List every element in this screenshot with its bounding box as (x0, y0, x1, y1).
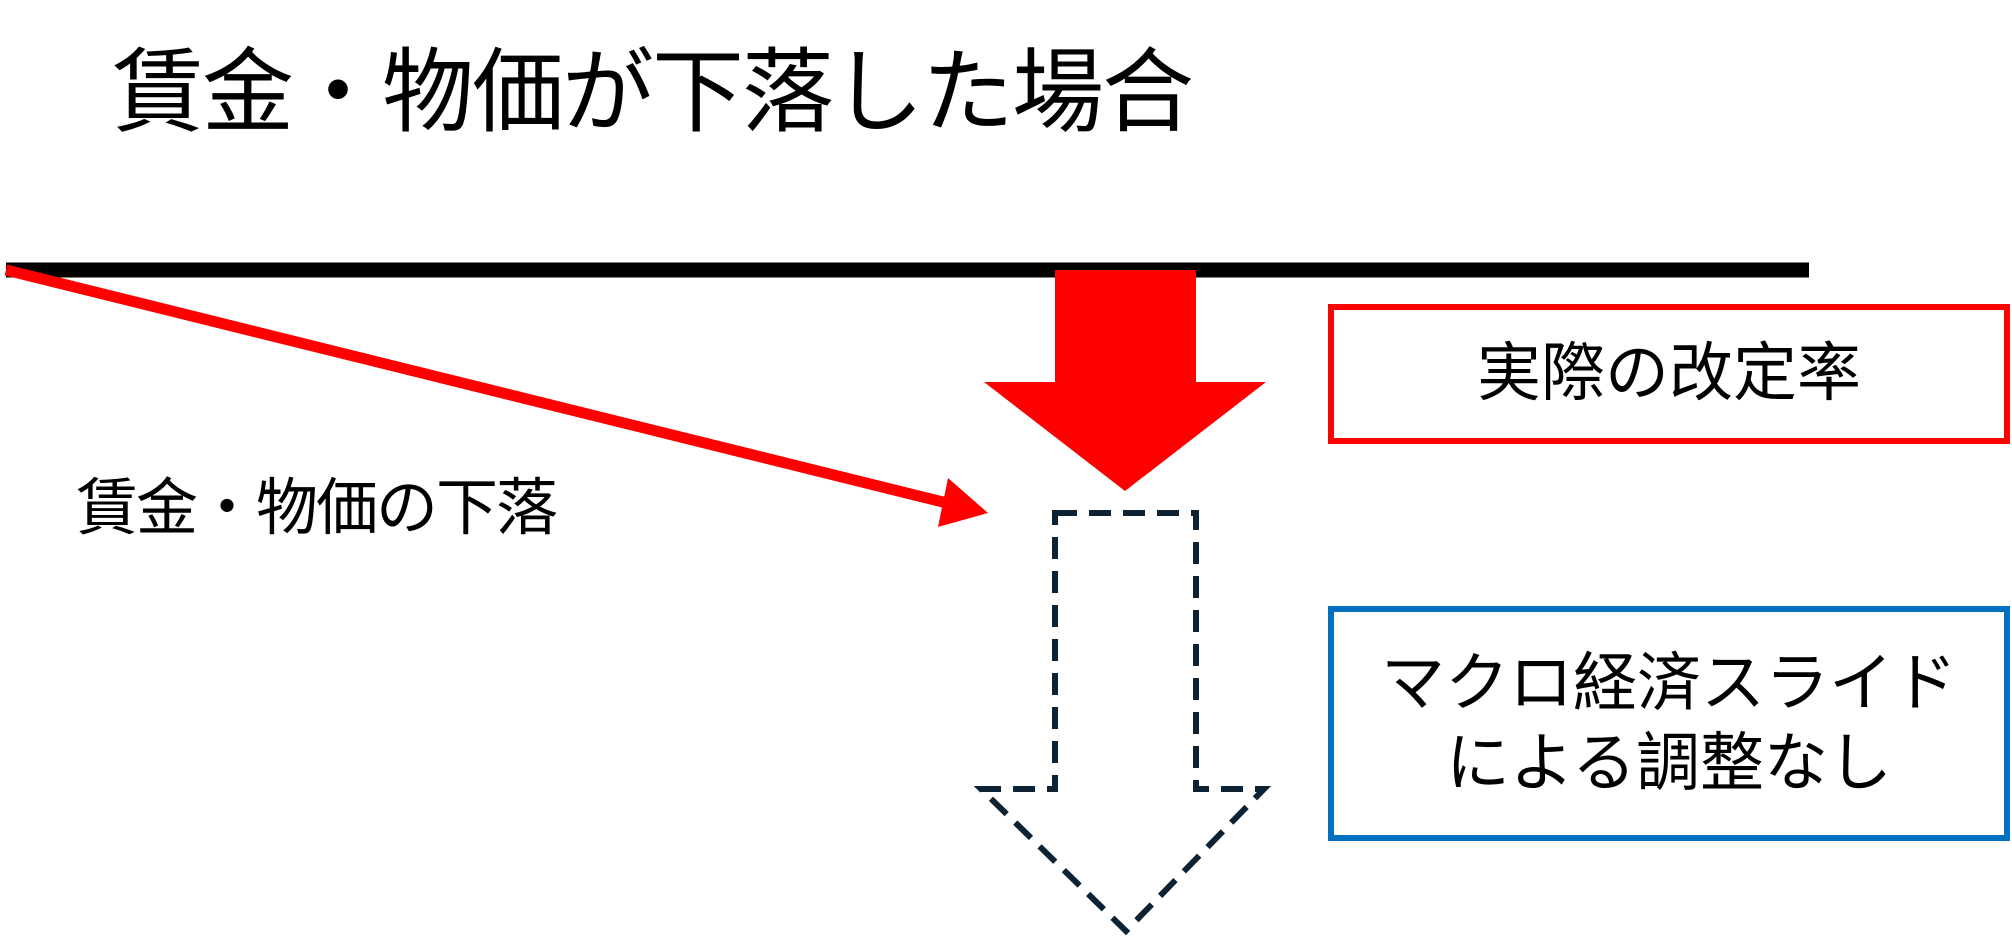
actual-rate-box: 実際の改定率 (1328, 304, 2010, 444)
macro-slide-box: マクロ経済スライド による調整なし (1328, 606, 2010, 841)
actual-rate-label: 実際の改定率 (1477, 337, 1861, 411)
macro-slide-line1: マクロ経済スライド (1381, 646, 1957, 721)
decline-label: 賃金・物価の下落 (76, 471, 558, 544)
decline-arrowhead (938, 478, 988, 527)
decline-line (4, 264, 957, 511)
no-adjustment-dashed-arrow (973, 510, 1272, 936)
actual-rate-arrow (984, 270, 1266, 491)
macro-slide-line2: による調整なし (1445, 726, 1893, 801)
diagram-title: 賃金・物価が下落した場合 (112, 39, 1194, 146)
